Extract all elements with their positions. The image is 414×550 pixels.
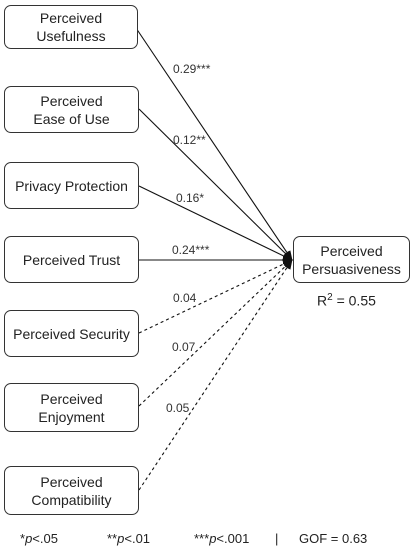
legend-p01: **p<.01	[107, 531, 150, 546]
legend-p001-value: <.001	[216, 531, 250, 546]
edge-enjoyment	[138, 259, 293, 407]
legend-p001-stars: ***	[194, 531, 210, 546]
node-perceived-security: Perceived Security	[4, 310, 139, 357]
coef-trust: 0.24***	[172, 243, 210, 257]
r-squared: R2 = 0.55	[317, 292, 376, 309]
goodness-of-fit: GOF = 0.63	[299, 531, 368, 546]
legend-p001: ***p<.001	[194, 531, 249, 546]
coef-usefulness: 0.29***	[173, 62, 211, 76]
node-privacy-protection: Privacy Protection	[4, 162, 139, 209]
coef-compatibility: 0.05	[166, 401, 190, 415]
edge-usefulness	[135, 27, 293, 261]
edge-security	[138, 259, 293, 334]
legend-separator: |	[275, 531, 279, 546]
legend-p01-stars: **	[107, 531, 118, 546]
coef-ease-of-use: 0.12**	[173, 133, 206, 147]
legend-p05-value: <.05	[32, 531, 58, 546]
legend-p05-p: p	[25, 531, 33, 546]
r-squared-value: = 0.55	[332, 292, 376, 309]
coef-enjoyment: 0.07	[172, 340, 196, 354]
node-perceived-persuasiveness: Perceived Persuasiveness	[293, 236, 410, 283]
edge-privacy	[138, 185, 293, 261]
coef-privacy: 0.16*	[176, 191, 205, 205]
r-squared-label: R	[317, 292, 328, 309]
legend-p01-value: <.01	[124, 531, 151, 546]
node-perceived-enjoyment: Perceived Enjoyment	[4, 383, 139, 432]
node-perceived-compatibility: Perceived Compatibility	[4, 466, 139, 515]
r-squared-exponent: 2	[327, 292, 333, 303]
legend-p05-stars: *	[20, 531, 26, 546]
legend-p01-p: p	[117, 531, 125, 546]
coef-security: 0.04	[173, 291, 197, 305]
legend-p001-p: p	[209, 531, 217, 546]
node-perceived-usefulness: Perceived Usefulness	[4, 5, 138, 49]
edge-compatibility	[138, 259, 293, 491]
node-perceived-ease-of-use: Perceived Ease of Use	[4, 86, 139, 133]
edge-ease-of-use	[138, 108, 293, 261]
node-perceived-trust: Perceived Trust	[4, 236, 139, 283]
legend-p05: *p<.05	[20, 531, 58, 546]
